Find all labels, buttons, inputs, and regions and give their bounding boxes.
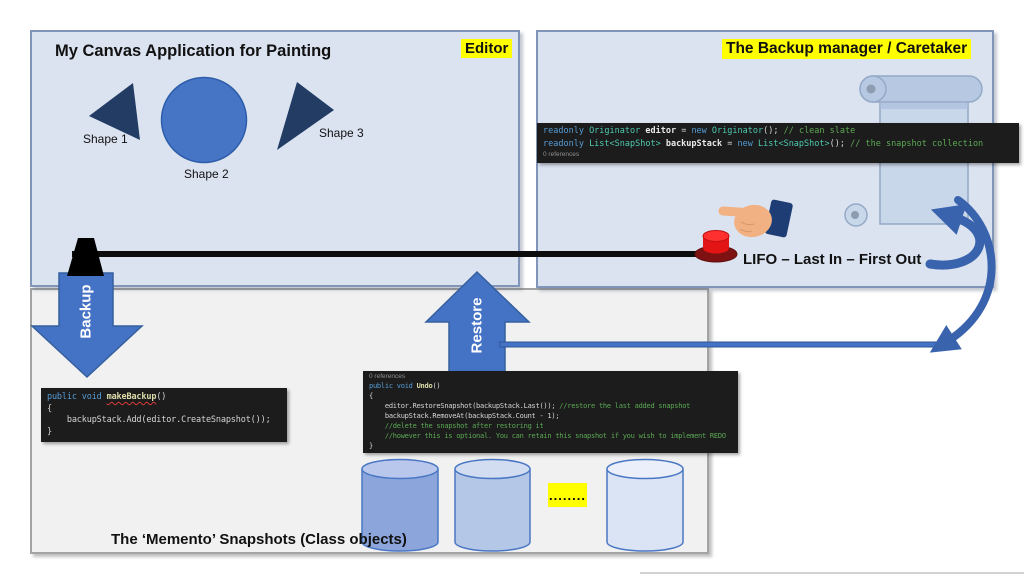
undo-code-lines: public void Undo(){ editor.RestoreSnapsh… — [369, 382, 726, 450]
restore-arrow-label: Restore — [468, 297, 486, 354]
editor-panel — [30, 30, 520, 287]
makebackup-code-lines: public void makeBackup(){ backupStack.Ad… — [47, 392, 271, 437]
ellipsis-badge: ........ — [548, 483, 587, 507]
canvas-app-title: My Canvas Application for Painting — [55, 42, 332, 60]
shape-2-label: Shape 2 — [184, 167, 229, 181]
backup-arrow-label: Backup — [77, 284, 95, 339]
setup-code-panel: readonly Originator editor = new Origina… — [537, 123, 1019, 163]
shape-1-label: Shape 1 — [83, 132, 128, 146]
setup-code-lines: readonly Originator editor = new Origina… — [543, 126, 984, 149]
lifo-label: LIFO – Last In – First Out — [743, 251, 922, 268]
setup-code-references: 0 references — [543, 151, 580, 158]
editor-badge: Editor — [461, 39, 513, 58]
caretaker-badge: The Backup manager / Caretaker — [722, 39, 972, 59]
makebackup-code-panel: public void makeBackup(){ backupStack.Ad… — [41, 388, 287, 442]
shape-3-label: Shape 3 — [319, 126, 364, 140]
slide-edge-line — [640, 572, 1024, 574]
undo-code-panel: 0 references public void Undo(){ editor.… — [363, 371, 738, 453]
memento-caption: The ‘Memento’ Snapshots (Class objects) — [111, 531, 407, 548]
undo-code-references: 0 references — [369, 373, 406, 380]
